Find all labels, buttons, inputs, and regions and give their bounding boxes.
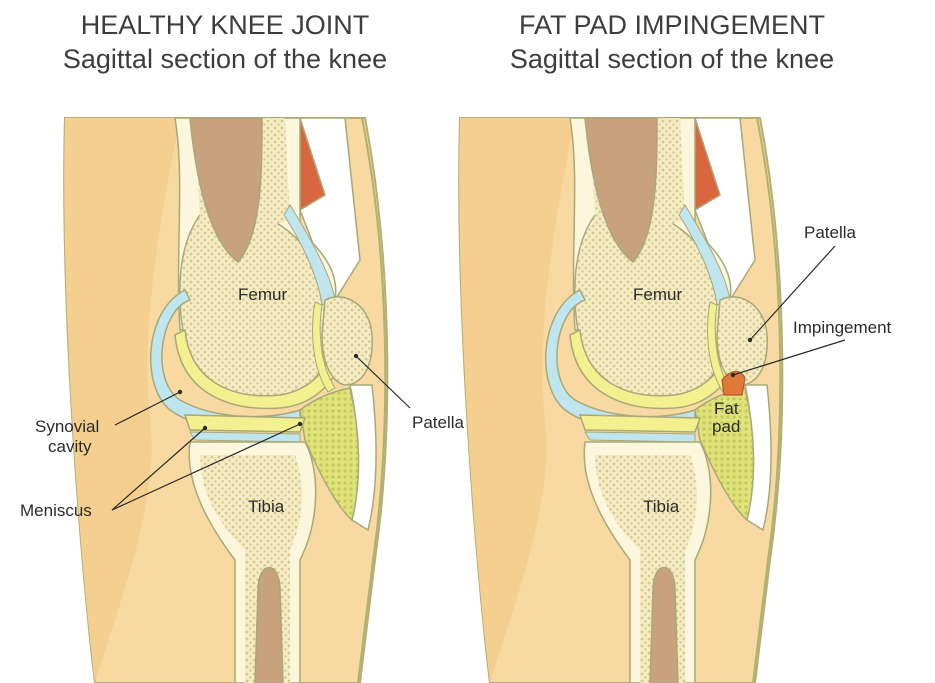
leader-dot-meniscus-posterior	[202, 425, 208, 431]
impingement-panel-heading: FAT PAD IMPINGEMENT Sagittal section of …	[442, 8, 902, 76]
leader-patella-left	[355, 355, 411, 409]
healthy-panel-heading: HEALTHY KNEE JOINT Sagittal section of t…	[10, 8, 440, 76]
leader-dot-patella-left	[353, 353, 359, 359]
label-impingement: Impingement	[793, 318, 892, 337]
label-synovial-line2: cavity	[48, 437, 92, 456]
label-fatpad-line2: pad	[712, 417, 740, 436]
leader-meniscus-posterior	[111, 427, 206, 511]
healthy-panel-subtitle: Sagittal section of the knee	[62, 44, 388, 74]
label-synovial-line1: Synovial	[35, 417, 99, 436]
leader-dot-meniscus-anterior	[297, 421, 303, 427]
leader-patella-right	[749, 245, 836, 341]
label-tibia-left: Tibia	[248, 497, 285, 516]
impingement-highlight	[721, 370, 746, 396]
leader-meniscus-anterior	[111, 423, 301, 511]
leader-dot-patella-right	[747, 337, 753, 343]
label-patella-right: Patella	[804, 223, 857, 242]
label-tibia-right: Tibia	[643, 497, 680, 516]
healthy-knee-illustration	[63, 117, 389, 683]
label-femur-right: Femur	[633, 285, 682, 304]
impingement-panel-subtitle: Sagittal section of the knee	[509, 44, 835, 74]
label-meniscus: Meniscus	[20, 501, 92, 520]
leader-dot-synovial	[177, 389, 183, 395]
label-femur-left: Femur	[238, 285, 287, 304]
healthy-panel-title: HEALTHY KNEE JOINT	[80, 10, 370, 40]
label-fatpad-line1: Fat	[714, 399, 739, 418]
impingement-panel-title: FAT PAD IMPINGEMENT	[518, 10, 826, 40]
leader-synovial	[114, 391, 181, 426]
impingement-knee-illustration	[458, 117, 784, 683]
label-patella-left: Patella	[412, 413, 465, 432]
leader-impingement	[732, 339, 846, 376]
leader-dot-impingement	[730, 372, 736, 378]
